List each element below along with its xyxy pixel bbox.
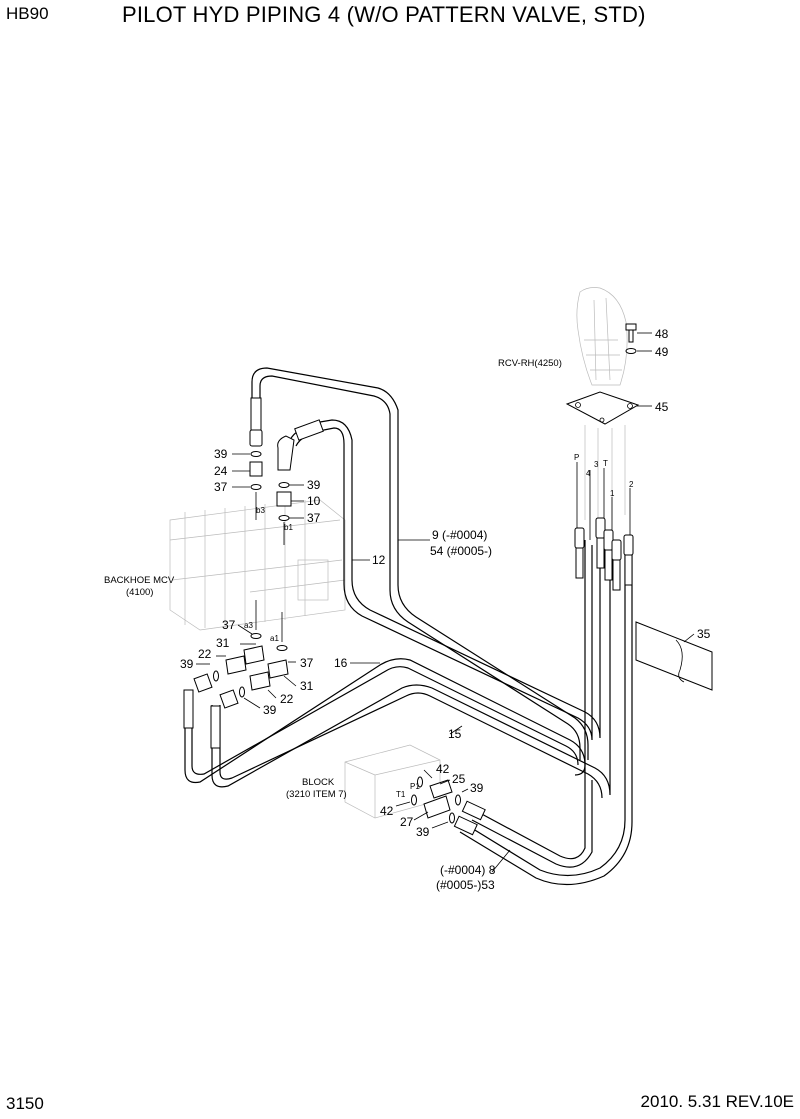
block-ref-label: (3210 ITEM 7) xyxy=(286,789,347,800)
port-label-rcv-3: 3 xyxy=(594,460,599,469)
port-label-t1: T1 xyxy=(396,790,406,799)
hose-9-54 xyxy=(289,419,601,741)
block-fittings xyxy=(411,776,486,836)
hose-8-53 xyxy=(459,540,633,886)
port-label-b1: b1 xyxy=(284,523,293,532)
port-label-a3: a3 xyxy=(244,621,253,630)
part-label-25: 25 xyxy=(452,772,466,786)
hose-16 xyxy=(184,658,586,784)
mcv-lower-fittings xyxy=(183,600,289,749)
leader-lines xyxy=(196,453,511,873)
part-label-37c: 37 xyxy=(222,618,236,632)
part-label-37b: 37 xyxy=(307,511,321,525)
page-title: PILOT HYD PIPING 4 (W/O PATTERN VALVE, S… xyxy=(122,2,646,27)
part-label-54: 54 (#0005-) xyxy=(430,544,492,558)
port-label-rcv-2: 2 xyxy=(629,480,634,489)
port-label-rcv-4: 4 xyxy=(586,469,591,478)
part-label-16: 16 xyxy=(334,656,348,670)
block-label: BLOCK xyxy=(302,777,335,788)
washer-49 xyxy=(625,348,637,354)
revision-label: 2010. 5.31 REV.10E xyxy=(640,1092,794,1111)
tag-35 xyxy=(635,621,713,691)
part-label-12: 12 xyxy=(372,553,386,567)
part-label-31b: 31 xyxy=(300,679,314,693)
part-label-9: 9 (-#0004) xyxy=(432,528,487,542)
backhoe-mcv xyxy=(169,499,346,631)
part-label-22a: 22 xyxy=(198,647,212,661)
part-label-39e: 39 xyxy=(470,781,484,795)
port-label-rcv-p: P xyxy=(574,453,579,462)
hose-15 xyxy=(211,540,611,799)
part-label-42b: 42 xyxy=(380,804,394,818)
hose-12 xyxy=(251,367,589,760)
mcv-ref-label: (4100) xyxy=(126,587,153,598)
part-label-39d: 39 xyxy=(263,703,277,717)
part-label-49: 49 xyxy=(655,345,669,359)
port-label-p1: P1 xyxy=(410,782,420,791)
rcv-label: RCV-RH(4250) xyxy=(498,358,562,369)
part-label-39f: 39 xyxy=(416,825,430,839)
part-label-27: 27 xyxy=(400,815,414,829)
part-label-39b: 39 xyxy=(307,478,321,492)
port-label-b3: b3 xyxy=(256,506,265,515)
rcv-hose-ends xyxy=(574,517,634,591)
bolt-48 xyxy=(625,323,637,343)
part-label-22b: 22 xyxy=(280,692,294,706)
part-label-24: 24 xyxy=(214,464,228,478)
part-label-15: 15 xyxy=(448,727,462,741)
mcv-label: BACKHOE MCV xyxy=(104,575,175,586)
part-label-45: 45 xyxy=(655,400,669,414)
part-label-39c: 39 xyxy=(180,657,194,671)
model-label: HB90 xyxy=(6,4,49,23)
part-label-37d: 37 xyxy=(300,656,314,670)
port-label-rcv-t: T xyxy=(603,459,608,468)
mcv-upper-fittings xyxy=(249,397,324,545)
part-label-39a: 39 xyxy=(214,447,228,461)
part-label-42a: 42 xyxy=(436,762,450,776)
part-label-8: (-#0004) 8 xyxy=(440,863,496,877)
rcv-joystick xyxy=(565,287,640,520)
port-label-rcv-1: 1 xyxy=(610,489,615,498)
part-label-37a: 37 xyxy=(214,480,228,494)
part-label-35: 35 xyxy=(697,627,711,641)
part-label-53: (#0005-)53 xyxy=(436,878,495,892)
part-label-10: 10 xyxy=(307,494,321,508)
page-number: 3150 xyxy=(6,1094,44,1113)
part-label-31a: 31 xyxy=(216,636,230,650)
port-label-a1: a1 xyxy=(270,634,279,643)
part-label-48: 48 xyxy=(655,327,669,341)
